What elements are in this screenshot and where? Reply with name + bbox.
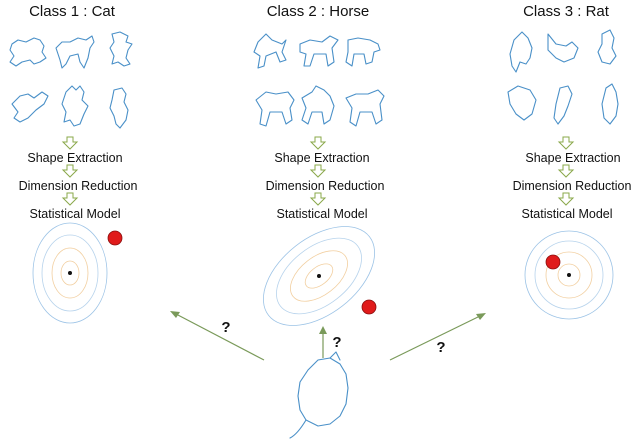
cat-step-statistical-model: Statistical Model <box>29 207 120 221</box>
classification-arrows: ? ? ? <box>170 311 486 361</box>
rat-silhouette <box>547 33 579 63</box>
down-arrow-icon <box>61 192 79 206</box>
horse-statistical-model <box>263 226 375 326</box>
query-marker <box>107 230 123 246</box>
question-mark-horse: ? <box>332 334 341 351</box>
horse-silhouette <box>301 85 335 125</box>
down-arrow-icon <box>61 164 79 178</box>
rat-silhouette <box>507 85 537 121</box>
cat-silhouette <box>9 37 47 67</box>
query-marker <box>361 299 377 315</box>
down-arrow-icon <box>557 136 575 150</box>
cat-silhouette <box>61 85 89 127</box>
query-shape <box>289 351 349 439</box>
model-mean-dot <box>317 274 321 278</box>
horse-process-arrows <box>309 136 327 206</box>
horse-shape-samples <box>253 33 385 127</box>
class-horse-title: Class 2 : Horse <box>267 3 370 20</box>
cat-silhouette <box>109 31 133 67</box>
rat-ear <box>329 351 341 361</box>
rat-tail <box>289 419 307 439</box>
horse-silhouette <box>299 35 339 67</box>
rat-silhouette <box>509 31 533 73</box>
cat-silhouette <box>109 87 129 129</box>
arrowhead-icon <box>170 311 180 318</box>
rat-silhouette <box>601 83 619 125</box>
down-arrow-icon <box>61 136 79 150</box>
model-mean-dot <box>68 271 72 275</box>
class-cat-title: Class 1 : Cat <box>29 3 116 20</box>
class-rat-column: Class 3 : Rat Shape Extraction Dimension… <box>507 3 632 320</box>
question-mark-rat: ? <box>436 339 445 356</box>
cat-statistical-model <box>32 222 123 324</box>
rat-process-arrows <box>557 136 575 206</box>
cat-step-shape-extraction: Shape Extraction <box>27 151 122 165</box>
down-arrow-icon <box>309 164 327 178</box>
class-cat-column: Class 1 : Cat Shape Extraction Dimension… <box>9 3 138 324</box>
class-rat-title: Class 3 : Rat <box>523 3 610 20</box>
rat-silhouette <box>553 85 573 125</box>
query-marker <box>545 254 561 270</box>
model-mean-dot <box>567 273 571 277</box>
rat-silhouette <box>297 357 349 427</box>
arrow-to-rat <box>389 315 481 361</box>
arrowhead-icon <box>319 326 327 334</box>
rat-step-shape-extraction: Shape Extraction <box>525 151 620 165</box>
horse-silhouette <box>253 33 287 69</box>
rat-silhouette <box>597 29 617 65</box>
horse-step-shape-extraction: Shape Extraction <box>274 151 369 165</box>
cat-silhouette <box>55 35 95 69</box>
horse-step-statistical-model: Statistical Model <box>276 207 367 221</box>
horse-silhouette <box>345 89 385 127</box>
arrow-to-cat <box>175 313 265 361</box>
cat-process-arrows <box>61 136 79 206</box>
horse-step-dimension-reduction: Dimension Reduction <box>266 179 385 193</box>
rat-shape-samples <box>507 29 619 125</box>
down-arrow-icon <box>309 192 327 206</box>
down-arrow-icon <box>557 164 575 178</box>
horse-silhouette <box>255 91 295 127</box>
class-horse-column: Class 2 : Horse Shape Extraction Dimensi… <box>253 3 385 326</box>
down-arrow-icon <box>557 192 575 206</box>
rat-statistical-model <box>524 230 614 320</box>
rat-step-statistical-model: Statistical Model <box>521 207 612 221</box>
arrowhead-icon <box>476 313 486 320</box>
cat-step-dimension-reduction: Dimension Reduction <box>19 179 138 193</box>
rat-step-dimension-reduction: Dimension Reduction <box>513 179 632 193</box>
cat-shape-samples <box>9 31 133 129</box>
down-arrow-icon <box>309 136 327 150</box>
cat-silhouette <box>11 91 49 123</box>
horse-silhouette <box>345 37 381 67</box>
question-mark-cat: ? <box>221 319 230 336</box>
